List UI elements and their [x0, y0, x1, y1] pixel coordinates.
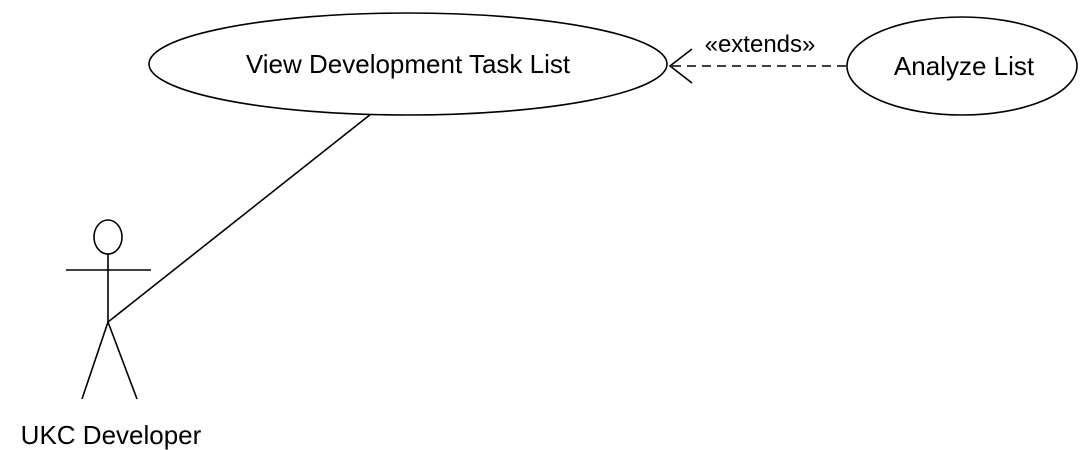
- use-case-label: View Development Task List: [246, 49, 571, 79]
- extends-relationship: «extends»: [668, 31, 846, 84]
- actor-ukc-developer[interactable]: UKC Developer: [21, 219, 202, 450]
- use-case-ellipse: [846, 16, 1078, 116]
- stick-figure-icon: [66, 219, 151, 400]
- use-case-analyze-list[interactable]: Analyze List: [846, 16, 1078, 116]
- actor-association-line: [107, 113, 372, 323]
- extends-arrowhead-icon: [668, 48, 693, 84]
- extends-stereotype-label: «extends»: [705, 31, 816, 58]
- use-case-view-development-task-list[interactable]: View Development Task List: [148, 12, 668, 116]
- use-case-label: Analyze List: [894, 51, 1035, 81]
- actor-name-label: UKC Developer: [21, 420, 202, 450]
- use-case-ellipse: [148, 12, 668, 116]
